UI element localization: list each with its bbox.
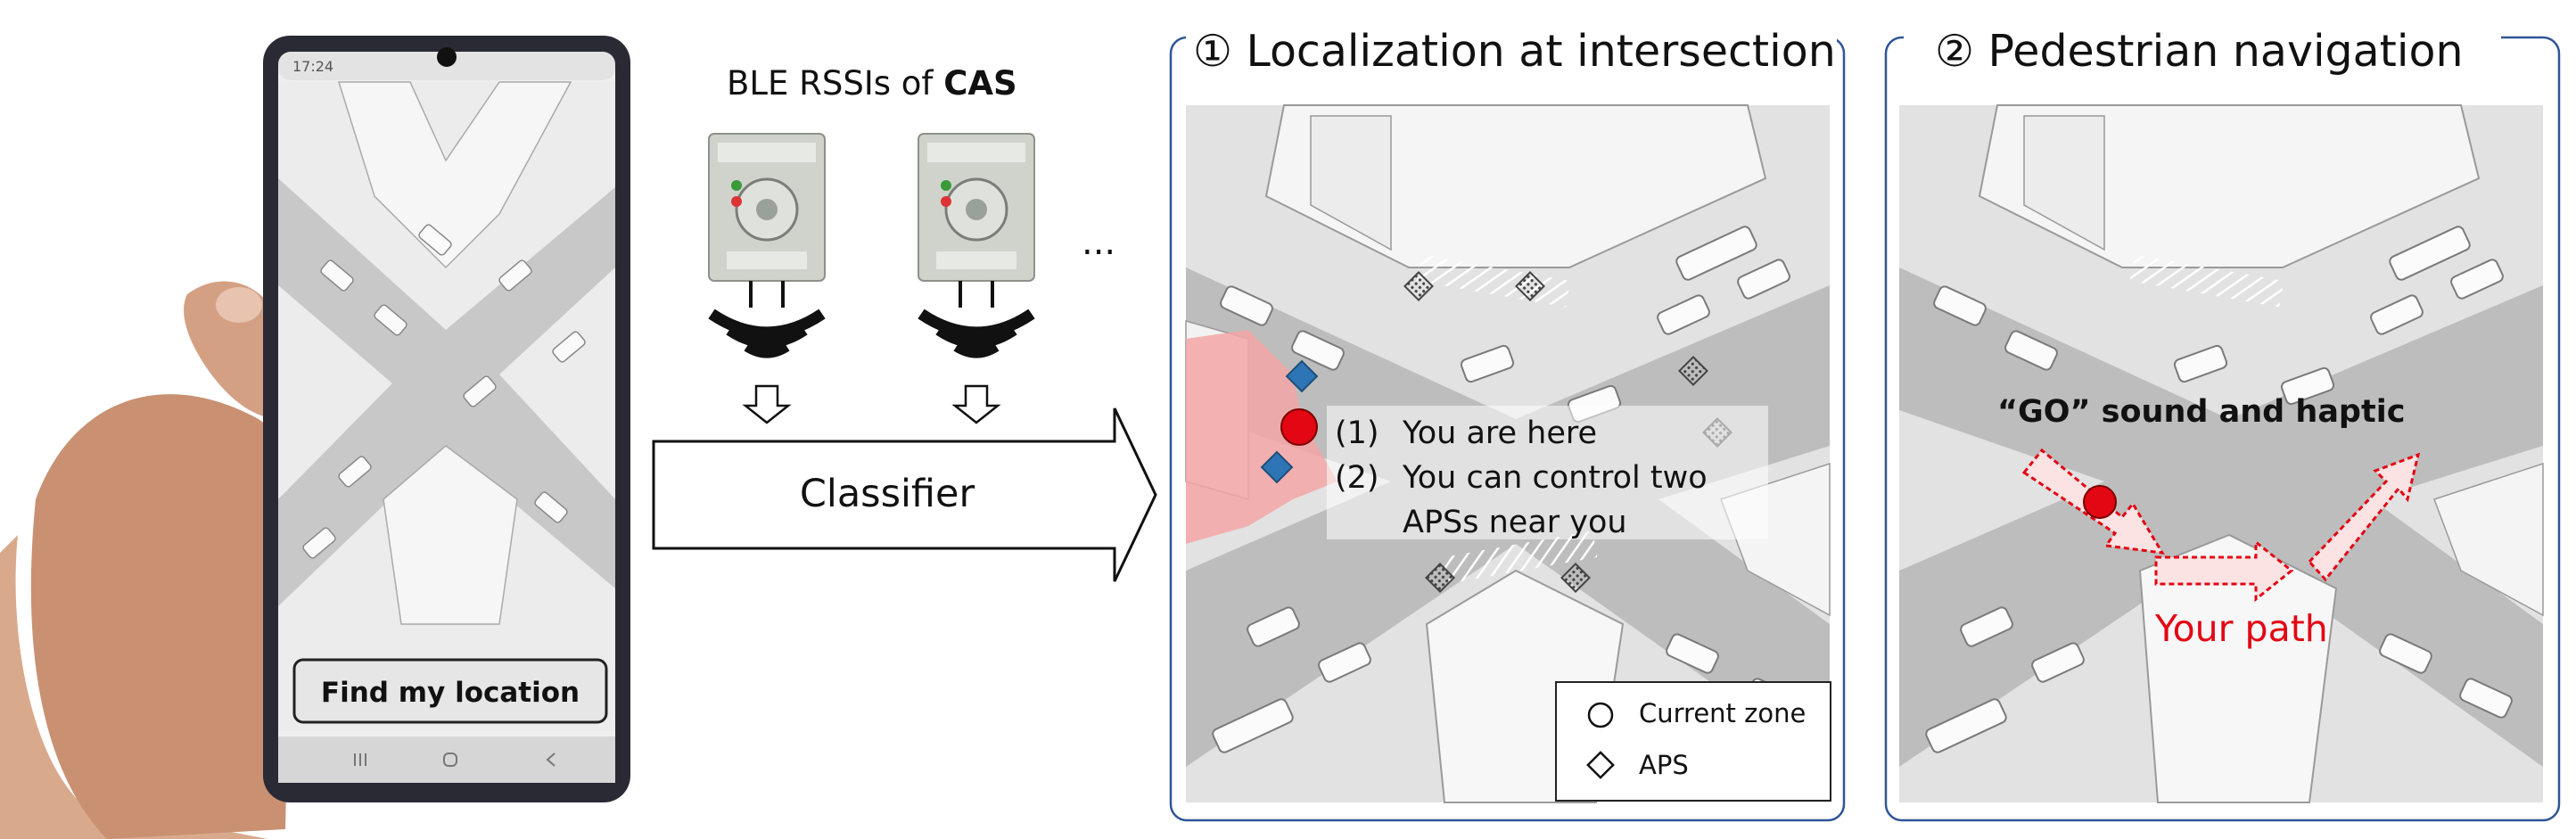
phone-map [278,81,615,731]
aps-dotted-markers [1403,271,1732,593]
path-arrow-2 [2154,539,2294,603]
panel1-title-bg [1186,18,1837,78]
signal-ellipsis: ... [1082,222,1115,263]
cas-device-icon [708,133,826,308]
down-arrow-icon [742,384,792,424]
note2-line2: APSs near you [1403,505,1627,540]
back-icon[interactable] [546,753,556,767]
find-location-button[interactable] [292,658,608,724]
status-time: 17:24 [292,58,333,75]
pedestrian-dot [2083,485,2117,519]
panel2-title-bg [1904,18,2501,78]
nav-bar [278,736,615,783]
aps-marker-near [1285,359,1319,393]
go-sound-label: “GO” sound and haptic [1997,394,2405,430]
hand-back [30,394,295,839]
legend-aps: APS [1639,750,1689,780]
wireless-signal-icon [708,308,826,358]
classifier-arrow [652,407,1157,582]
signal-title: BLE RSSIs of CAS [727,64,1017,103]
path-arrow-3 [2307,452,2421,582]
note2-line1: You can control two [1402,460,1708,496]
aps-marker-near [1260,450,1294,484]
panel1-title: ① Localization at intersection [1193,26,1836,77]
panel1-notes: (1) You are here (2) You can control two… [1327,406,1768,540]
camera-hole [437,47,457,67]
thumbnail [216,287,262,323]
cas-device-1 [708,133,826,424]
note2-number: (2) [1335,460,1379,496]
cas-device-icon [918,133,1035,308]
hand-palm [0,535,267,839]
location-dot [1280,408,1318,446]
note1-text: You are here [1402,415,1597,451]
panel2-map [1899,104,2544,803]
home-icon[interactable] [443,753,457,767]
current-zone-highlight [1186,330,1337,544]
legend: Current zone APS [1555,681,1831,802]
cas-device-2 [918,133,1035,424]
find-location-button-label: Find my location [321,677,580,709]
wireless-signal-icon [918,308,1035,358]
down-arrow-icon [951,384,1001,424]
panel2-title: ② Pedestrian navigation [1935,26,2464,77]
path-label: Your path [2154,607,2328,650]
current-zone-legend-icon [1587,702,1614,728]
smartphone: 17:24 Find my location [263,36,630,802]
recent-apps-icon[interactable] [354,753,366,766]
classifier-label: Classifier [800,472,975,516]
hand-holding-phone [0,281,295,839]
aps-legend-icon [1586,751,1615,779]
note1-number: (1) [1335,415,1379,451]
legend-current-zone: Current zone [1639,698,1806,728]
